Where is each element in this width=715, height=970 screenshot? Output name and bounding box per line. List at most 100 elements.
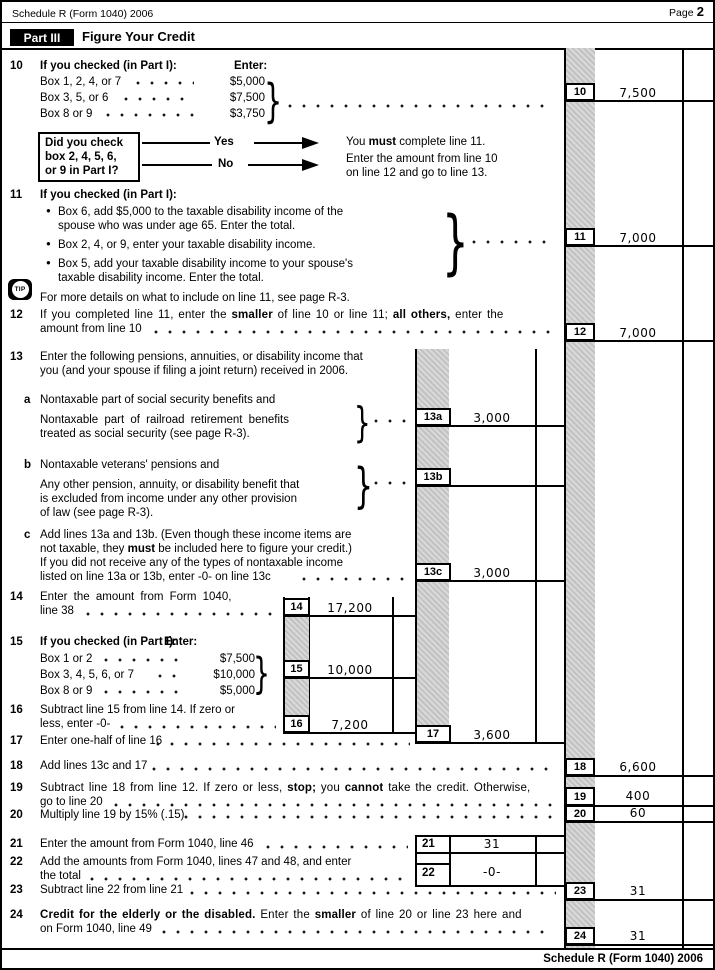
dotted-leader [472,237,554,245]
brace-glyph: } [354,458,373,514]
line21-number: 21 [10,838,23,850]
brace-glyph: } [354,398,371,447]
line13a-amount-field[interactable]: 3,000 [473,411,511,425]
line13b-letter: b [24,459,32,471]
yes-label: Yes [214,136,234,148]
footer-form-id: Schedule R (Form 1040) 2006 [543,953,703,965]
rule [415,835,417,887]
line11-amount-field[interactable]: 7,000 [619,231,657,245]
line13-text: Enter the following pensions, annuities,… [40,351,363,363]
line13b-box-number: 13b [415,468,451,486]
line16-box-number: 16 [283,715,310,733]
line13b-text: of law (see page R-3). [40,507,154,519]
form-title: Schedule R (Form 1040) 2006 [12,8,154,20]
line10-amount-field[interactable]: 7,500 [619,86,657,100]
dotted-leader [124,94,194,102]
line13c-amount-field[interactable]: 3,000 [473,566,511,580]
line13-text: you (and your spouse if filing a joint r… [40,365,349,377]
line11-bullet-text: Box 5, add your taxable disability incom… [58,258,353,270]
tip-icon-label: TIP [11,281,29,298]
line15-row-label: Box 1 or 2 [40,653,93,665]
did-you-check-box: Did you check box 2, 4, 5, 6, or 9 in Pa… [38,132,140,182]
arrow-line [142,142,210,144]
line15-amount-field[interactable]: 10,000 [327,663,373,677]
line18-text: Add lines 13c and 17 [40,760,148,772]
line14-text: Enter the amount from Form 1040, [40,591,232,603]
dotted-leader [190,888,556,896]
shaded-strip [285,677,309,715]
rule [565,899,713,901]
line13c-text: If you did not receive any of the types … [40,557,344,569]
line11-box-number: 11 [565,228,595,246]
dotted-leader [156,739,410,747]
line16-text: Subtract line 15 from line 14. If zero o… [40,704,235,716]
arrow-line [142,164,212,166]
line14-amount-field[interactable]: 17,200 [327,601,373,615]
line23-amount-field[interactable]: 31 [629,884,647,898]
dotted-leader [106,110,194,118]
yes-result-text: You must complete line 11. [346,136,486,148]
line11-title: If you checked (in Part I): [40,189,177,201]
line11-bullet-text: spouse who was under age 65. Enter the t… [58,220,296,232]
line23-text: Subtract line 22 from line 21 [40,884,184,896]
line12-number: 12 [10,309,23,321]
line17-amount-field[interactable]: 3,600 [473,728,511,742]
dotted-leader [302,574,410,582]
line22-number: 22 [10,856,23,868]
line13a-letter: a [24,394,31,406]
line12-box-number: 12 [565,323,595,341]
dotted-leader [184,812,554,820]
line19-amount-field[interactable]: 400 [625,789,651,803]
rule [415,863,451,865]
line10-box-number: 10 [565,83,595,101]
rule [535,835,537,887]
no-result-text: on line 12 and go to line 13. [346,167,488,179]
dotted-leader [158,671,186,679]
brace-glyph: } [442,201,469,283]
rule [565,944,713,946]
no-result-text: Enter the amount from line 10 [346,153,498,165]
question-line: Did you check [45,137,123,149]
rule [415,425,565,427]
line16-amount-field[interactable]: 7,200 [331,718,369,732]
line16-text: less, enter -0- [40,718,111,730]
line13c-letter: c [24,529,31,541]
line18-number: 18 [10,760,23,772]
rule [415,580,565,582]
arrow-right-icon [302,159,319,171]
bullet-icon: ● [46,239,51,248]
line20-text: Multiply line 19 by 15% (.15) [40,809,185,821]
dotted-leader [136,78,194,86]
line10-row-label: Box 8 or 9 [40,108,93,120]
line22-text: Add the amounts from Form 1040, lines 47… [40,856,352,868]
line10-row-amount: $5,000 [229,76,265,88]
line10-row-label: Box 1, 2, 4, or 7 [40,76,122,88]
line22-amount-field[interactable]: -0- [482,865,502,879]
line21-text: Enter the amount from Form 1040, line 46 [40,838,254,850]
dotted-leader [374,478,412,486]
line19-text: Subtract line 18 from line 12. If zero o… [40,782,531,794]
line15-number: 15 [10,636,23,648]
line11-number: 11 [10,189,23,201]
line13c-text: not taxable, they must be included here … [40,543,352,555]
line21-amount-field[interactable]: 31 [483,837,501,851]
line12-amount-field[interactable]: 7,000 [619,326,657,340]
line17-text: Enter one-half of line 16 [40,735,163,747]
question-line: or 9 in Part I? [45,165,119,177]
line20-amount-field[interactable]: 60 [629,806,647,820]
line24-amount-field[interactable]: 31 [629,929,647,943]
line18-amount-field[interactable]: 6,600 [619,760,657,774]
rule [535,349,537,742]
line10-title: If you checked (in Part I): [40,60,177,72]
line14-box-number: 14 [283,598,310,616]
line14-number: 14 [10,591,23,603]
line11-bullet-text: Box 2, 4, or 9, enter your taxable disab… [58,239,316,251]
rule [283,677,415,679]
rule [565,340,713,342]
line10-number: 10 [10,60,23,72]
line13b-text: Nontaxable veterans' pensions and [40,459,220,471]
line14-text: line 38 [40,605,74,617]
bullet-icon: ● [46,206,51,215]
no-label: No [218,158,234,170]
